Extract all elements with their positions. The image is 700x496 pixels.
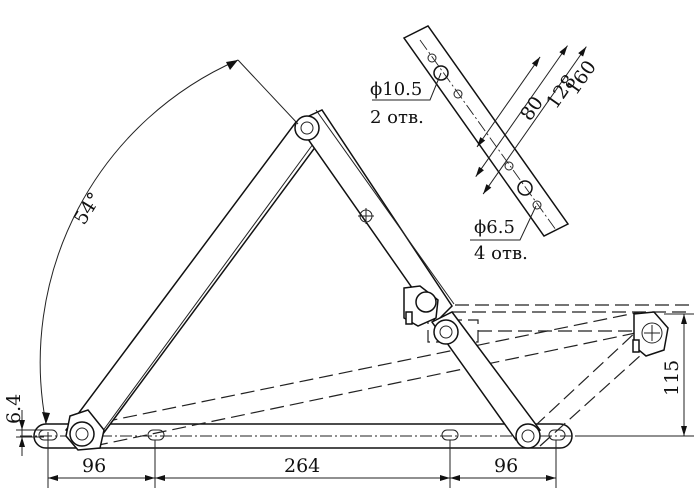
- slot-mid-left: [147, 429, 165, 441]
- mounting-bracket: [402, 25, 570, 237]
- dim-96-right: 96: [494, 455, 518, 477]
- small-hole-diameter: ϕ6.5: [474, 217, 515, 238]
- small-hole-count: 4 отв.: [474, 243, 528, 264]
- dim-264: 264: [284, 455, 320, 477]
- height-dimension: [576, 313, 694, 437]
- bracket-dimensions: [475, 45, 587, 195]
- pivot-right: [515, 423, 541, 449]
- dim-115: 115: [661, 360, 683, 396]
- support-arm: [430, 311, 542, 441]
- dim-96-left: 96: [82, 455, 106, 477]
- large-hole-count: 2 отв.: [370, 107, 424, 128]
- callout-leaders: [372, 72, 537, 241]
- bottom-dimensions: [47, 432, 557, 488]
- large-hole-diameter: ϕ10.5: [370, 79, 422, 100]
- angle-dimension: [39, 59, 299, 425]
- angle-label: 54°: [70, 188, 107, 228]
- pivot-left: [65, 409, 105, 451]
- base-plate: [20, 423, 585, 449]
- closed-position-outline: [83, 304, 690, 447]
- pivot-top: [294, 115, 320, 141]
- long-arm: [64, 121, 324, 447]
- pivot-middle: [403, 285, 459, 345]
- offset-dimension: [16, 410, 44, 456]
- sash-arm: [294, 109, 455, 324]
- dim-6-4: 6.4: [3, 394, 25, 424]
